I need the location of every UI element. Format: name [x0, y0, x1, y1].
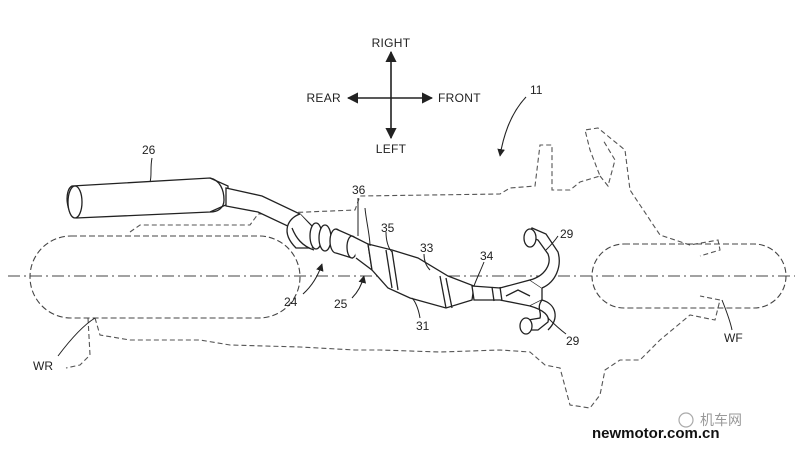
- ref-25: 25: [334, 297, 348, 311]
- leader-lines: [57, 157, 733, 357]
- direction-compass: [346, 50, 434, 140]
- label-wf: WF: [724, 331, 743, 345]
- ref-11: 11: [530, 83, 543, 97]
- reference-arrows: [302, 96, 527, 299]
- front-wheel: [591, 243, 787, 309]
- watermark-logo-icon: [678, 412, 694, 428]
- ref-35: 35: [381, 221, 395, 235]
- compass-front-label: FRONT: [438, 91, 481, 105]
- ref-29-upper: 29: [560, 227, 574, 241]
- exhaust-pipe: [225, 187, 373, 272]
- label-wr: WR: [33, 359, 53, 373]
- watermark: 机车网 newmotor.com.cn: [592, 412, 742, 442]
- ref-26: 26: [142, 143, 156, 157]
- compass-right-label: RIGHT: [372, 36, 411, 50]
- watermark-site: newmotor.com.cn: [592, 425, 720, 442]
- ref-33: 33: [420, 241, 434, 255]
- compass-left-label: LEFT: [376, 142, 407, 156]
- header-pipes: [471, 227, 560, 335]
- ref-31: 31: [416, 319, 430, 333]
- ref-24: 24: [284, 295, 298, 309]
- ref-34: 34: [480, 249, 494, 263]
- muffler: [66, 177, 229, 219]
- vehicle-outline: [65, 127, 721, 409]
- watermark-chinese: 机车网: [700, 412, 742, 429]
- compass-rear-label: REAR: [306, 91, 341, 105]
- ref-29-lower: 29: [566, 334, 580, 348]
- ref-36: 36: [352, 183, 366, 197]
- rear-wheel: [29, 235, 301, 319]
- collector-body: [367, 243, 475, 309]
